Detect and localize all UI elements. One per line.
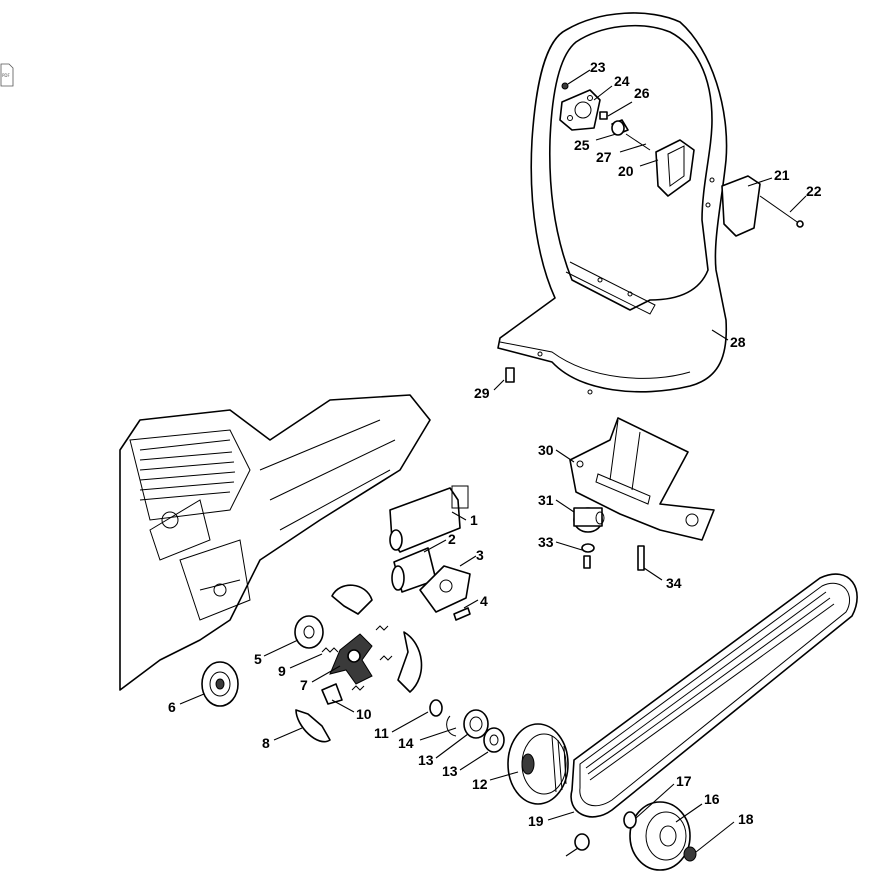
springs-9 <box>321 625 393 691</box>
callout-7: 7 <box>300 677 308 693</box>
screw-34 <box>637 545 645 571</box>
bar-bracket-parts <box>559 82 651 151</box>
callout-11: 11 <box>374 725 389 741</box>
washer-33 <box>581 543 595 569</box>
callout-34: 34 <box>666 575 682 591</box>
callout-9: 9 <box>278 663 286 679</box>
screw-4 <box>453 607 471 621</box>
callout-20: 20 <box>618 163 634 179</box>
bushing-part-2 <box>391 547 437 593</box>
guard-30 <box>569 417 715 541</box>
callout-18: 18 <box>738 811 754 827</box>
callout-16: 16 <box>704 791 720 807</box>
bearing-stack <box>429 699 505 753</box>
screw-29 <box>505 367 515 383</box>
callout-22: 22 <box>806 183 822 199</box>
bumper-bar <box>497 12 728 395</box>
callout-33: 33 <box>538 534 554 550</box>
clutch-shoes-8 <box>295 584 423 743</box>
washer-5 <box>294 615 324 649</box>
callout-1: 1 <box>470 512 478 528</box>
callout-26: 26 <box>634 85 650 101</box>
clamp-part-21 <box>721 175 804 237</box>
document-icon[interactable]: PDF <box>0 63 14 87</box>
callout-3: 3 <box>476 547 484 563</box>
callout-10: 10 <box>356 706 372 722</box>
callout-19: 19 <box>528 813 544 829</box>
tensioner-part-1 <box>389 485 469 553</box>
pulley-12 <box>507 723 569 805</box>
callout-21: 21 <box>774 167 790 183</box>
callout-23: 23 <box>590 59 606 75</box>
callout-5: 5 <box>254 651 262 667</box>
bracket-part-3 <box>419 565 471 613</box>
disc-6 <box>201 661 239 707</box>
callout-13a: 13 <box>418 752 434 768</box>
callout-30: 30 <box>538 442 554 458</box>
callout-2: 2 <box>448 531 456 547</box>
spacer-31 <box>573 507 605 533</box>
callout-labels: 1 2 3 4 5 6 7 8 9 10 11 12 13 13 14 16 1… <box>168 59 822 829</box>
callout-4: 4 <box>480 593 488 609</box>
callout-8: 8 <box>262 735 270 751</box>
callout-12: 12 <box>472 776 488 792</box>
callout-27: 27 <box>596 149 612 165</box>
v-belt-19 <box>570 573 858 818</box>
callout-14: 14 <box>398 735 414 751</box>
callout-6: 6 <box>168 699 176 715</box>
callout-17: 17 <box>676 773 692 789</box>
clutch-carrier-7 <box>329 633 373 685</box>
callout-28: 28 <box>730 334 746 350</box>
document-icon-label: PDF <box>2 73 10 78</box>
engine-housing <box>119 394 431 691</box>
pulley-16 <box>574 801 697 871</box>
callout-29: 29 <box>474 385 490 401</box>
part-10 <box>321 683 343 705</box>
callout-24: 24 <box>614 73 630 89</box>
callout-31: 31 <box>538 492 554 508</box>
callout-25: 25 <box>574 137 590 153</box>
cover-part-20 <box>655 139 695 197</box>
callout-13b: 13 <box>442 763 458 779</box>
leader-lines <box>179 69 807 857</box>
